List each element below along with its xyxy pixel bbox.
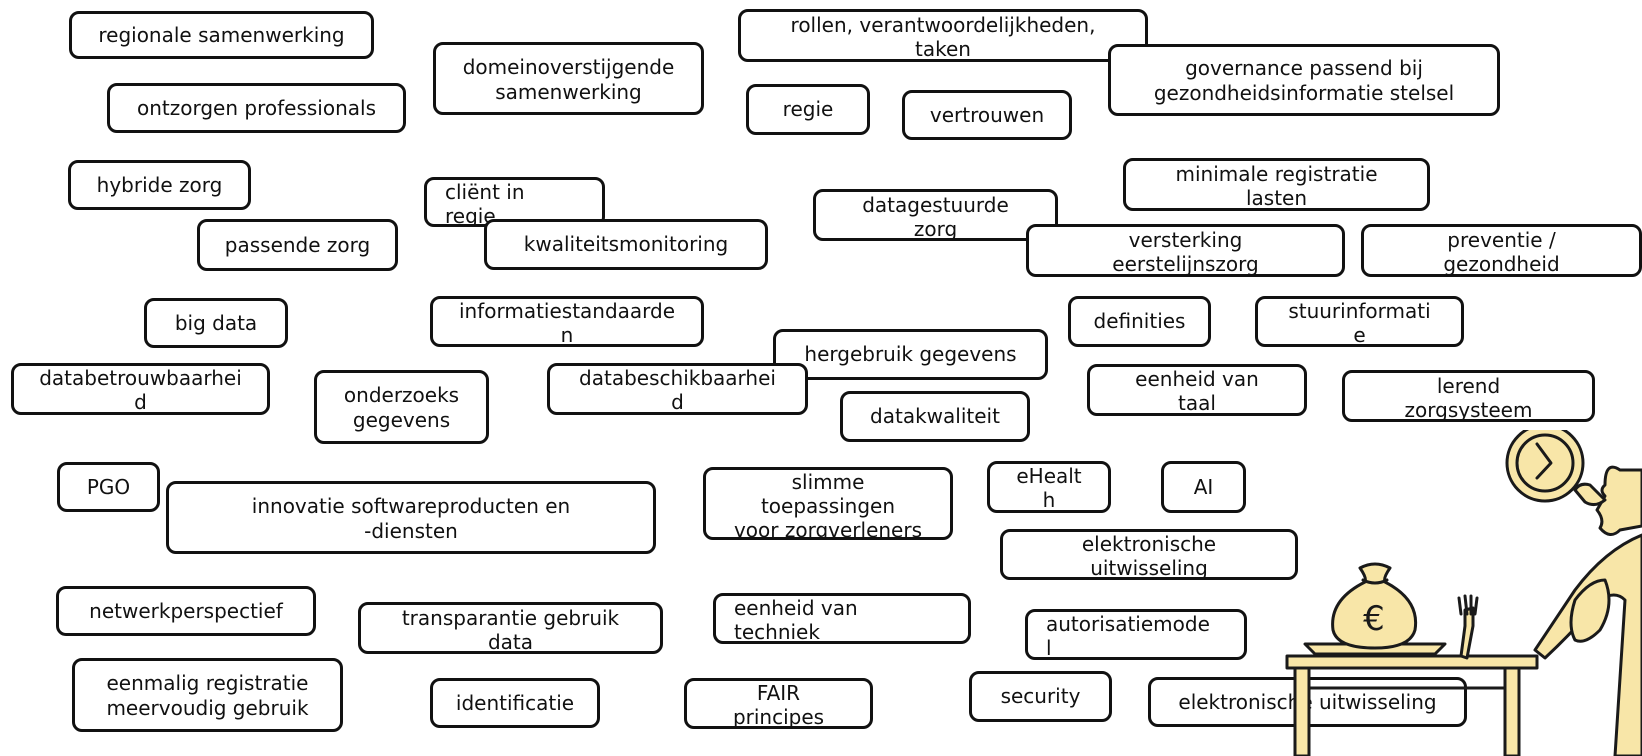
term-autorisatiemodel: autorisatiemode l [1025,609,1247,660]
term-slimme-toepassingen: slimme toepassingen voor zorgverleners [703,467,953,540]
term-pgo: PGO [57,462,160,512]
term-identificatie: identificatie [430,678,600,728]
term-fair-principes: FAIR principes [684,678,873,729]
term-preventie-gezondheid: preventie / gezondheid [1361,224,1642,277]
term-eenmalig-registratie: eenmalig registratie meervoudig gebruik [72,658,343,732]
term-regionale-samenwerking: regionale samenwerking [69,11,374,59]
term-informatiestandaarden: informatiestandaarde n [430,296,704,347]
table-icon [1285,654,1539,756]
term-versterking-eerstelijnszorg: versterking eerstelijnszorg [1026,224,1345,277]
term-eenheid-van-taal: eenheid van taal [1087,364,1307,416]
term-client-in-regie: cliënt in regie [424,177,605,227]
term-big-data: big data [144,298,288,348]
term-rollen-verantwoordelijkheden-taken: rollen, verantwoordelijkheden, taken [738,9,1148,62]
term-ontzorgen-professionals: ontzorgen professionals [107,83,406,133]
term-passende-zorg: passende zorg [197,219,398,271]
term-regie: regie [746,84,870,135]
term-stuurinformatie: stuurinformati e [1255,296,1464,347]
term-datagestuurde-zorg: datagestuurde zorg [813,189,1058,241]
clock-icon [1505,430,1585,503]
man-at-table-illustration: € [1285,430,1642,756]
term-innovatie-softwareproducten: innovatie softwareproducten en -diensten [166,481,656,554]
term-databeschikbaarheid: databeschikbaarhei d [547,363,808,415]
man-figure-icon [1533,465,1642,756]
term-hybride-zorg: hybride zorg [68,160,251,210]
term-datakwaliteit: datakwaliteit [840,391,1030,442]
term-onderzoeks-gegevens: onderzoeks gegevens [314,370,489,444]
term-lerend-zorgsysteem: lerend zorgsysteem [1342,370,1595,422]
money-bag-icon: € [1331,562,1418,650]
term-vertrouwen: vertrouwen [902,90,1072,140]
term-minimale-registratie-lasten: minimale registratie lasten [1123,158,1430,211]
term-governance: governance passend bij gezondheidsinform… [1108,44,1500,116]
term-databetrouwbaarheid: databetrouwbaarhei d [11,363,270,415]
fork-icon [1457,594,1479,660]
term-eenheid-van-techniek: eenheid van techniek [713,593,971,644]
euro-symbol: € [1363,599,1385,639]
term-hergebruik-gegevens: hergebruik gegevens [773,329,1048,380]
term-kwaliteitsmonitoring: kwaliteitsmonitoring [484,219,768,270]
term-security: security [969,671,1112,722]
term-netwerkperspectief: netwerkperspectief [56,586,316,636]
term-elektronische-uitwisseling: elektronische uitwisseling [1000,529,1298,580]
term-transparantie-gebruik-data: transparantie gebruik data [358,602,663,654]
term-ehealth: eHealt h [987,461,1111,513]
term-domeinoverstijgende-samenwerking: domeinoverstijgende samenwerking [433,42,704,115]
term-definities: definities [1068,296,1211,347]
term-ai: AI [1161,461,1246,513]
